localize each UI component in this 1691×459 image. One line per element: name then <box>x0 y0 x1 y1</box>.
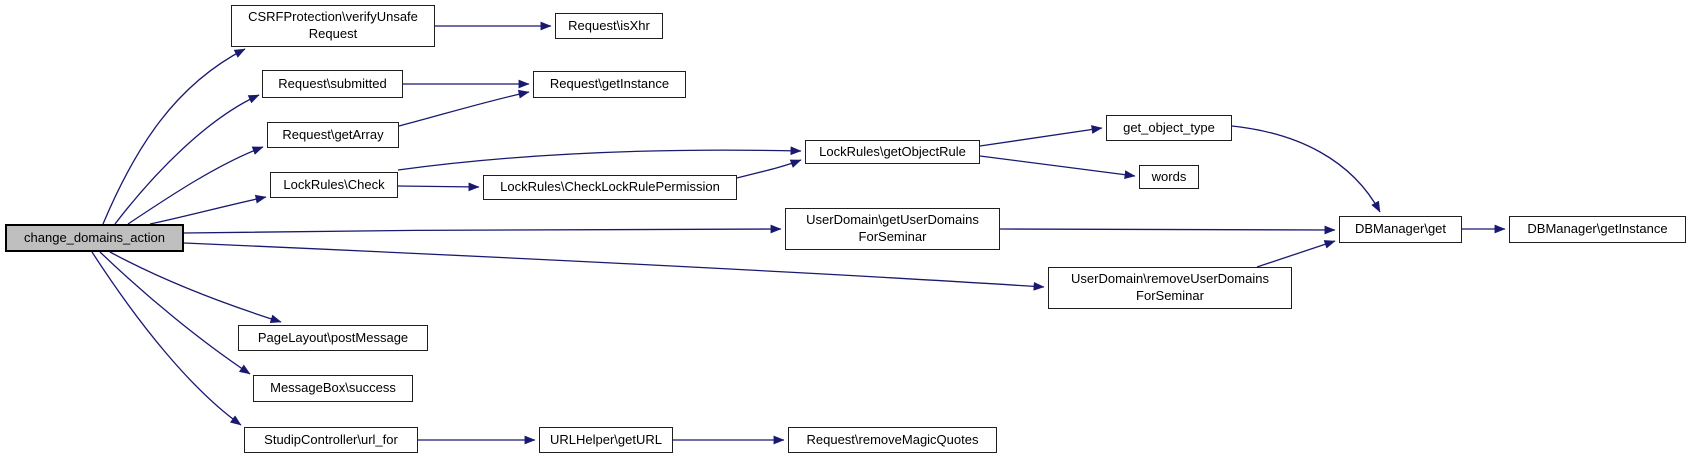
node-userdomain-removeuserdomainsforseminar[interactable]: UserDomain\removeUserDomains ForSeminar <box>1048 267 1292 309</box>
edge-main-urlfor <box>91 251 242 426</box>
edge-main-removeuserdom <box>183 242 1045 291</box>
node-label: UserDomain\getUserDomains ForSeminar <box>806 212 979 244</box>
edge-main-csrf <box>102 48 246 225</box>
node-messagebox-success[interactable]: MessageBox\success <box>253 375 413 402</box>
edge-main-msgbox <box>99 251 251 375</box>
node-label: Request\getArray <box>282 126 384 142</box>
node-urlhelper-geturl[interactable]: URLHelper\getURL <box>539 427 673 453</box>
node-label: get_object_type <box>1123 119 1215 135</box>
node-request-submitted[interactable]: Request\submitted <box>262 70 403 98</box>
node-label: LockRules\CheckLockRulePermission <box>500 179 720 195</box>
node-get-object-type[interactable]: get_object_type <box>1106 115 1232 141</box>
node-lockrules-getobjectrule[interactable]: LockRules\getObjectRule <box>805 140 980 164</box>
node-label: PageLayout\postMessage <box>257 329 409 345</box>
node-label: MessageBox\success <box>270 380 396 396</box>
node-request-removemagicquotes[interactable]: Request\removeMagicQuotes <box>788 427 997 453</box>
node-lockrules-checklockrulepermission[interactable]: LockRules\CheckLockRulePermission <box>483 175 737 200</box>
node-label: URLHelper\getURL <box>550 431 662 447</box>
node-label: Request\removeMagicQuotes <box>806 431 979 447</box>
node-request-getinstance[interactable]: Request\getInstance <box>533 71 686 98</box>
node-label: Request\submitted <box>278 75 387 91</box>
node-request-isxhr[interactable]: Request\isXhr <box>555 13 663 39</box>
edge-main-getuserdom <box>183 224 782 234</box>
node-dbmanager-get[interactable]: DBManager\get <box>1339 216 1462 243</box>
edge-removeuserdom-dbget <box>1256 240 1336 268</box>
node-label: Request\getInstance <box>549 76 670 92</box>
node-userdomain-getuserdomainsforseminar[interactable]: UserDomain\getUserDomains ForSeminar <box>785 208 1000 250</box>
edge-getobjrule-words <box>979 155 1136 180</box>
node-change-domains-action: change_domains_action <box>5 224 184 252</box>
edge-getobjrule-gettype <box>979 125 1103 147</box>
node-label: DBManager\getInstance <box>1527 221 1668 237</box>
node-label: Request\isXhr <box>568 17 650 33</box>
edge-getuserdom-dbget <box>999 225 1336 235</box>
node-dbmanager-getinstance[interactable]: DBManager\getInstance <box>1509 216 1686 243</box>
node-label: LockRules\Check <box>283 176 385 192</box>
edge-main-postmsg <box>109 251 282 324</box>
edge-check-checklock <box>397 182 480 192</box>
node-label: StudipController\url_for <box>264 431 398 447</box>
node-label: LockRules\getObjectRule <box>819 143 966 159</box>
edge-main-check <box>149 194 267 225</box>
node-words[interactable]: words <box>1139 165 1199 189</box>
edge-getarray-getinstance <box>398 89 530 127</box>
node-csrfprotection-verifyunsaferequest[interactable]: CSRFProtection\verifyUnsafe Request <box>231 5 435 47</box>
edge-check-getobjrule <box>397 146 802 171</box>
node-label: DBManager\get <box>1354 221 1447 237</box>
edge-main-getarray <box>127 146 264 225</box>
node-label: change_domains_action <box>24 229 165 245</box>
edge-main-submitted <box>114 94 260 225</box>
node-label: words <box>1151 168 1187 184</box>
node-pagelayout-postmessage[interactable]: PageLayout\postMessage <box>238 325 428 351</box>
node-label: CSRFProtection\verifyUnsafe Request <box>248 9 418 41</box>
edge-checklock-getobjrule <box>736 159 802 179</box>
edge-gettype-dbget <box>1231 125 1381 213</box>
node-request-getarray[interactable]: Request\getArray <box>267 122 399 148</box>
node-lockrules-check[interactable]: LockRules\Check <box>270 172 398 198</box>
node-label: UserDomain\removeUserDomains ForSeminar <box>1071 271 1269 303</box>
node-studipcontroller-url-for[interactable]: StudipController\url_for <box>244 427 418 453</box>
